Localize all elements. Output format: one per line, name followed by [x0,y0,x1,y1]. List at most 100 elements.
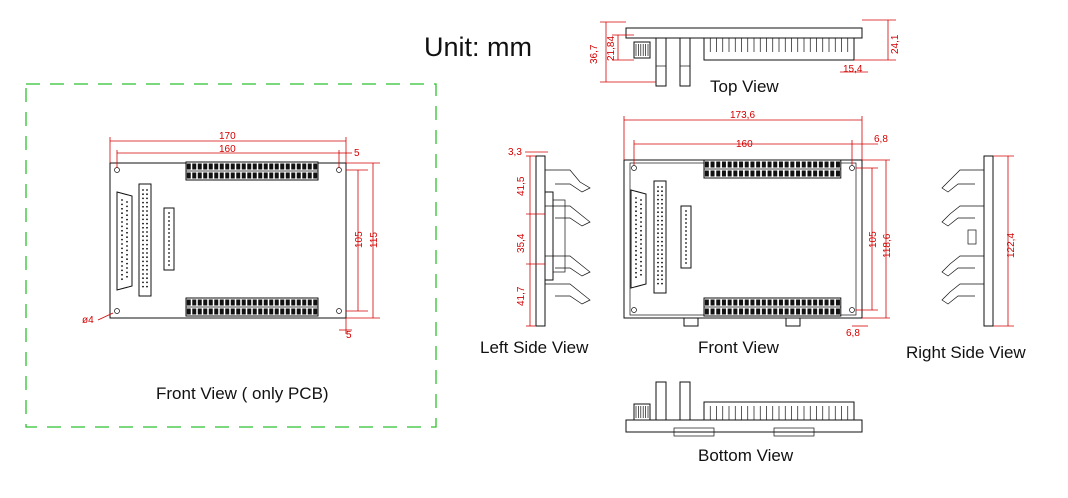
pin [640,256,642,259]
mount-hole [336,308,342,314]
din-clip [773,427,815,437]
terminal-screw [721,161,726,168]
pin [142,273,144,275]
pin [142,189,144,191]
front-view-pcb: 170 160 5 105 115 5 ø4 Front View ( only… [25,83,437,428]
terminal-screw [807,170,812,177]
right-connector [967,229,977,245]
terminal-screw [744,308,749,315]
bottom-connector [633,403,651,421]
pin [685,214,687,216]
pin [146,252,148,254]
pin [640,207,642,210]
pin [121,273,123,276]
terminal-screw [219,299,224,306]
pin [661,253,663,256]
pcb-dashed-boundary [25,83,437,428]
pin [142,193,144,196]
front-view: 173,6 160 6,8 105 118,6 6,8 Front View [623,110,893,357]
pin [142,285,144,288]
pin [657,219,659,222]
pin [657,215,659,218]
mount-hole [631,307,637,313]
pin [146,277,148,280]
terminal-screw [744,161,749,168]
terminal-screw [767,170,772,177]
terminal-screw [274,163,279,170]
dim-122-4: 122,4 [1006,233,1017,258]
pin [640,234,642,237]
left-terminal-profile [545,169,591,193]
terminal-screw [291,172,296,179]
terminal-screw [773,308,778,315]
pin [635,258,637,261]
terminal-screw [744,170,749,177]
pin [635,267,637,270]
terminal-screw [750,299,755,306]
pin [126,275,128,278]
pin [146,268,148,271]
pin [657,194,659,197]
dim-36-7: 36,7 [589,44,600,64]
terminal-screw [291,299,296,306]
pin [121,243,123,245]
pin [685,218,687,220]
terminal-screw [733,299,738,306]
right-terminal-profile [941,205,984,227]
terminal-screw [710,170,715,177]
pin [142,247,144,250]
pin [685,250,687,252]
terminal-screw [778,308,783,315]
terminal-screw [790,170,795,177]
dim-24-1: 24,1 [890,34,901,54]
terminal-screw [824,170,829,177]
dim-105-front: 105 [868,231,879,248]
pin [661,282,663,285]
terminal-screw [761,308,766,315]
terminal-screw [203,163,208,170]
pin [146,189,148,191]
terminal-screw [704,161,709,168]
pin [635,223,637,226]
left-side-view: 3,3 41,5 35,4 41,7 Left Side View [480,147,591,357]
pin [640,243,642,245]
right-terminal-profile [941,255,984,277]
pin [142,222,144,225]
mount-hole [849,307,855,313]
terminal-screw [230,172,235,179]
pin [142,281,144,284]
pin [168,264,170,266]
pin [142,214,144,217]
terminal-screw [241,308,246,315]
pin [685,242,687,244]
pin [168,232,170,234]
pin [146,210,148,212]
terminal-screw [285,299,290,306]
pin [635,210,637,213]
pin [657,190,659,193]
terminal-screw [269,308,274,315]
pin [640,265,642,267]
terminal-screw [307,299,312,306]
bottom-base-plate [625,419,863,433]
pin [126,231,128,234]
terminal-screw [813,161,818,168]
db37-pins [635,197,642,279]
pin [657,253,659,256]
terminal-screw [761,161,766,168]
pin [126,209,128,212]
terminal-screw [236,299,241,306]
dim-41-5: 41,5 [516,176,527,196]
terminal-screw [258,172,263,179]
terminal-screw [236,308,241,315]
terminal-screw [186,308,191,315]
pin [146,247,148,250]
pin [146,222,148,225]
terminal-screw [767,161,772,168]
terminal-screw [252,299,257,306]
terminal-screw [313,308,318,315]
top-base-plate [625,27,863,39]
pin [685,210,687,212]
dim-160: 160 [219,144,236,155]
